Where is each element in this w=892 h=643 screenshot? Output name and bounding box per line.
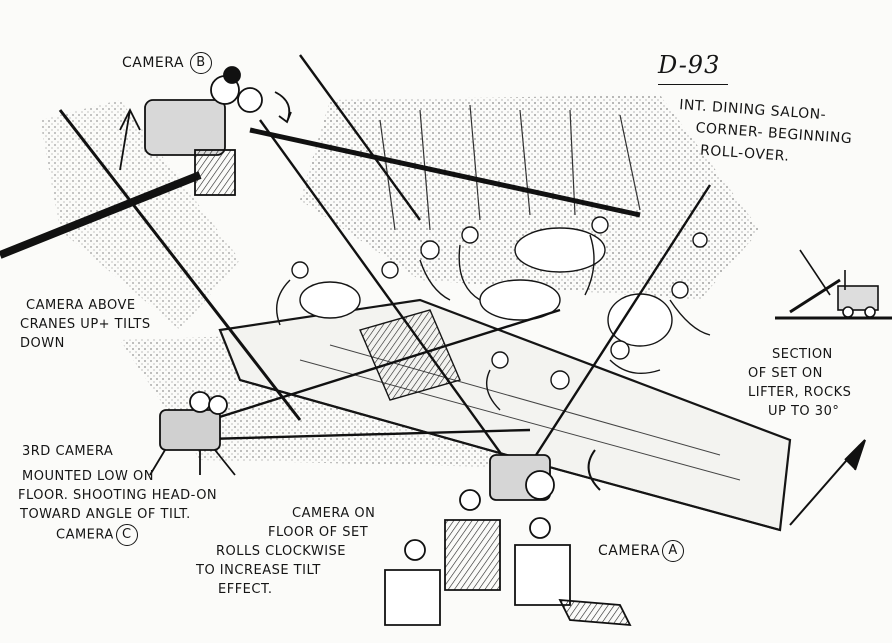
third-camera-line-2: MOUNTED LOW ON: [22, 469, 154, 484]
lifter-line-2: OF SET ON: [748, 366, 823, 381]
floor-camera-line-3: ROLLS CLOCKWISE: [216, 544, 347, 559]
camera-b-label: CAMERA B: [122, 52, 213, 74]
camera-a-crew: [384, 454, 632, 627]
camera-a-text: CAMERA: [598, 543, 661, 559]
camera-above-line-1: CAMERA ABOVE: [26, 298, 136, 313]
lifter-diagram: [775, 249, 892, 320]
board-id-underline: [658, 84, 728, 85]
third-camera-note: 3RD CAMERA MOUNTED LOW ON FLOOR. SHOOTIN…: [18, 442, 217, 546]
clockwise-arrow: [587, 439, 866, 526]
dining-crowd: [276, 216, 711, 411]
lifter-note: SECTION OF SET ON LIFTER, ROCKS UP TO 30…: [748, 345, 851, 421]
perspective-lines: [169, 54, 712, 481]
camera-above-line-3: DOWN: [20, 336, 65, 351]
lifter-line-1: SECTION: [772, 347, 833, 362]
third-camera-line-4: TOWARD ANGLE OF TILT.: [20, 507, 191, 522]
tilted-set-floor: [218, 298, 792, 532]
scene-title: INT. DINING SALON- CORNER- BEGINNING ROL…: [675, 94, 854, 172]
camera-b-letter: B: [190, 52, 213, 74]
floor-camera-line-2: FLOOR OF SET: [268, 525, 369, 540]
lifter-line-3: LIFTER, ROCKS: [748, 385, 852, 400]
floor-camera-line-5: EFFECT.: [218, 582, 273, 597]
third-camera-line-1: 3RD CAMERA: [22, 444, 114, 459]
floor-camera-note: CAMERA ON FLOOR OF SET ROLLS CLOCKWISE T…: [196, 504, 376, 599]
camera-c-sketch: [149, 391, 236, 476]
camera-c-letter: C: [115, 524, 138, 546]
crane-arm: [0, 109, 641, 421]
camera-a-letter: A: [662, 540, 685, 562]
camera-b-text: CAMERA: [122, 55, 185, 71]
camera-above-note: CAMERA ABOVE CRANES UP+ TILTS DOWN: [20, 296, 151, 353]
camera-b-sketch: [119, 66, 292, 196]
camera-c-text: CAMERA: [56, 527, 114, 543]
floor-camera-line-4: TO INCREASE TILT: [196, 563, 321, 578]
board-id: D-93: [658, 51, 721, 79]
lifter-line-4: UP TO 30°: [768, 404, 840, 419]
floor-camera-line-1: CAMERA ON: [292, 506, 376, 521]
third-camera-line-3: FLOOR. SHOOTING HEAD-ON: [18, 488, 218, 503]
camera-above-line-2: CRANES UP+ TILTS: [20, 317, 151, 332]
